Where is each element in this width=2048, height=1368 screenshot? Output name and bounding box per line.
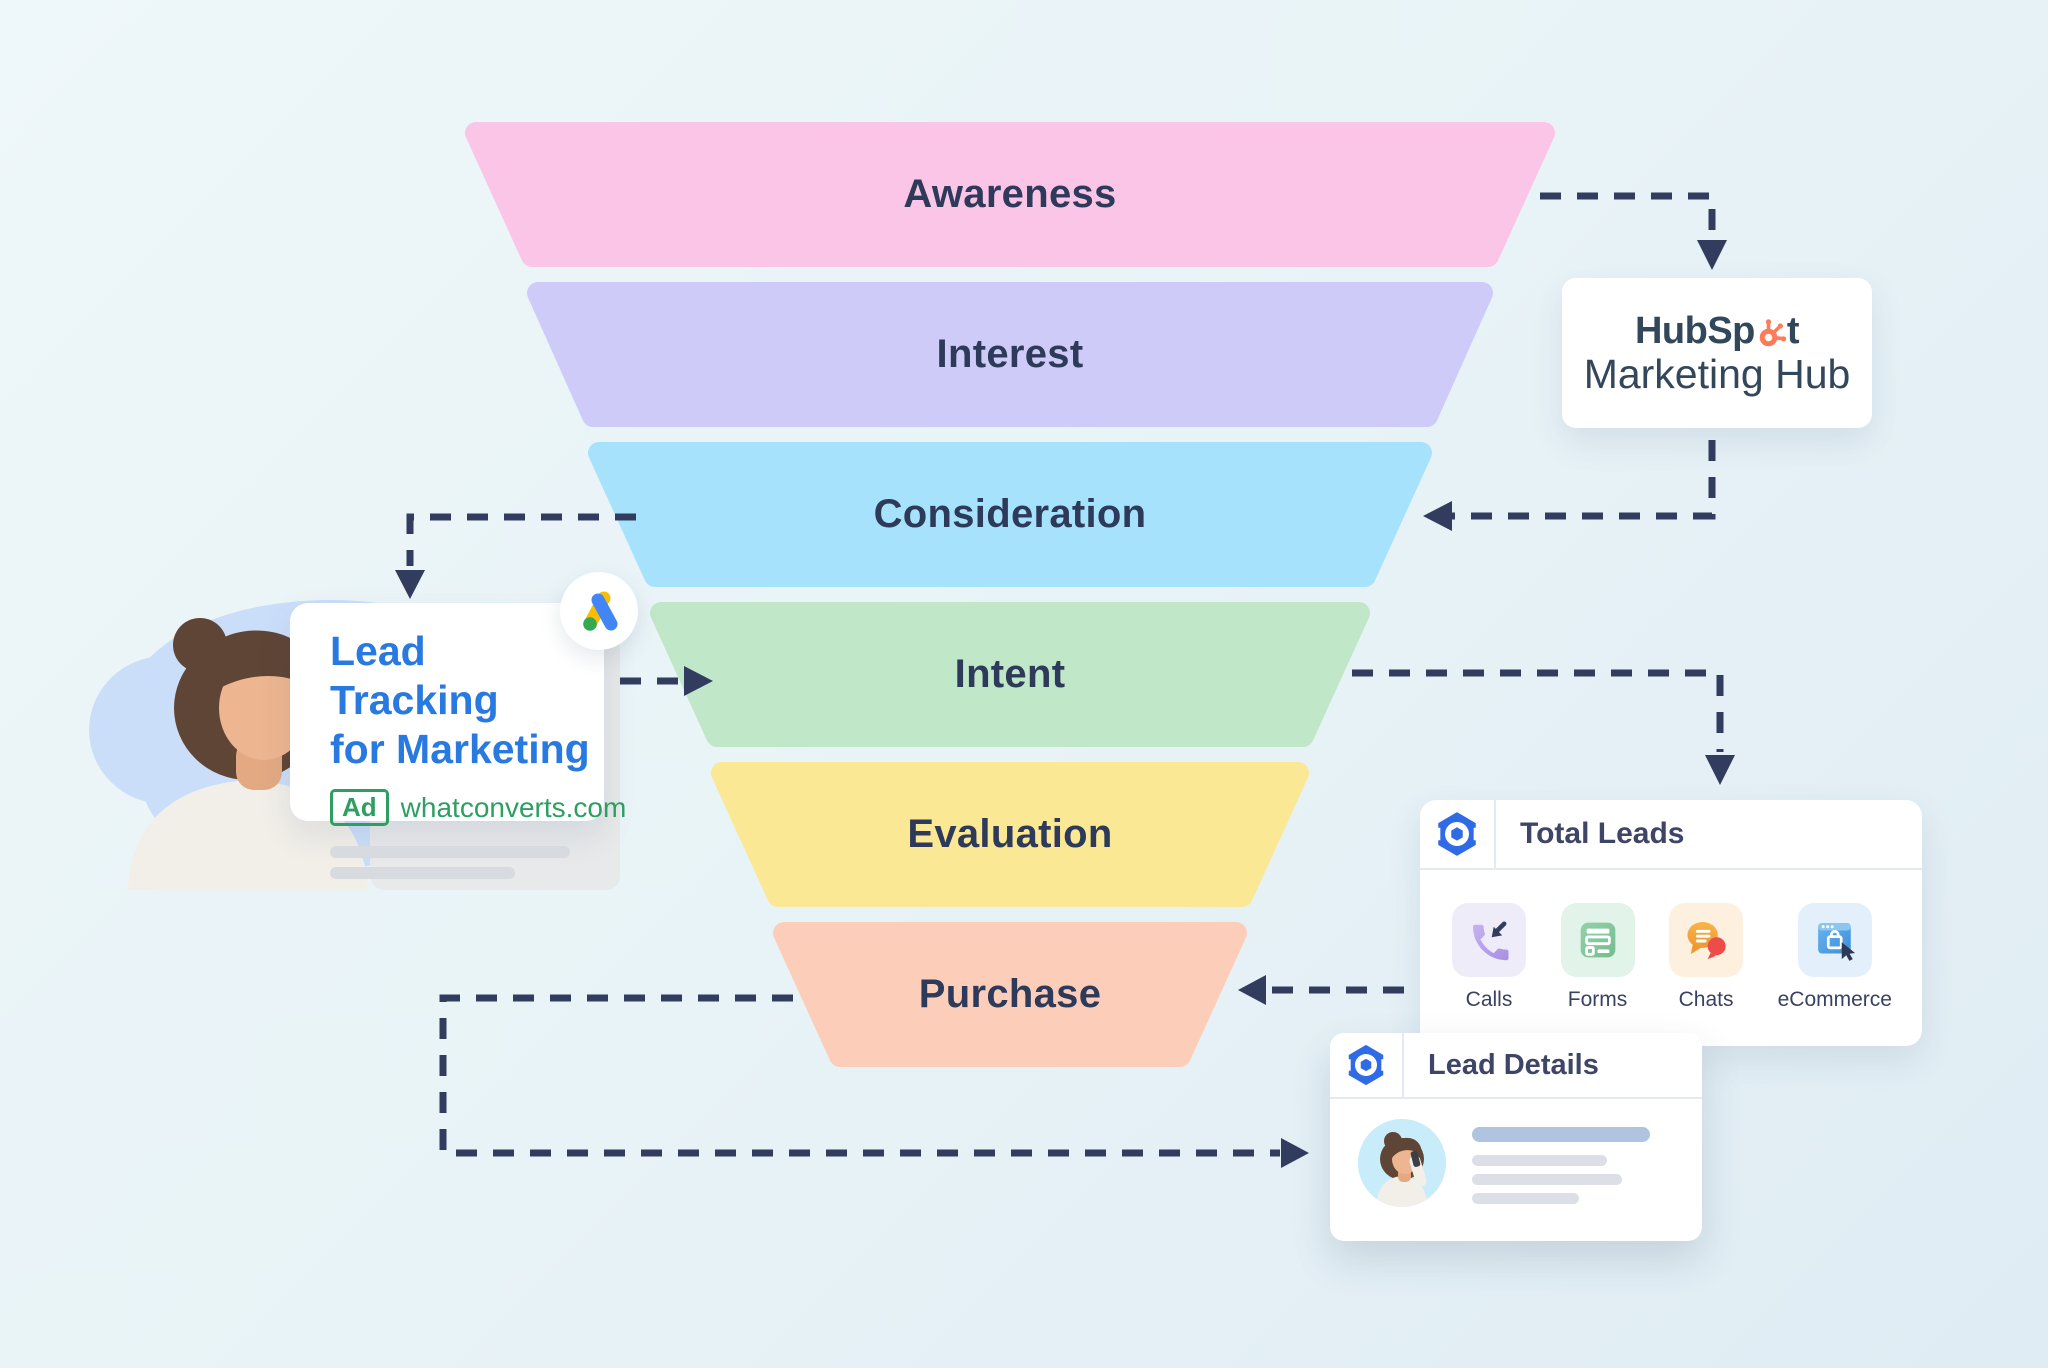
total-leads-card: Total Leads Calls xyxy=(1420,800,1922,1046)
whatconverts-logo xyxy=(1420,800,1496,868)
phone-call-icon xyxy=(1472,921,1509,961)
lead-details-card: Lead Details xyxy=(1330,1033,1702,1241)
funnel-label-intent: Intent xyxy=(954,652,1066,696)
lead-placeholder-lines xyxy=(1472,1119,1650,1207)
channel-ecommerce: eCommerce xyxy=(1778,903,1892,1012)
connector-awareness-to-hubspot xyxy=(1540,192,1716,238)
funnel-stage-interest xyxy=(527,282,1493,427)
hubspot-product-name: Marketing Hub xyxy=(1583,350,1851,397)
ad-placeholder-line xyxy=(330,846,570,859)
chats-label: Chats xyxy=(1678,988,1734,1011)
hubspot-brand-suffix: t xyxy=(1786,309,1800,352)
ad-badge: Ad xyxy=(330,788,389,827)
arrowhead-down-hubspot xyxy=(1697,240,1727,270)
funnel-label-awareness: Awareness xyxy=(903,172,1117,216)
connector-consideration-to-adcard xyxy=(406,513,636,566)
funnel-label-evaluation: Evaluation xyxy=(907,812,1113,856)
funnel-stage-awareness xyxy=(465,122,1555,267)
lead-avatar xyxy=(1358,1119,1446,1207)
arrowhead-left-purchase xyxy=(1238,975,1266,1005)
connector-intent-to-totalleads xyxy=(1352,669,1724,752)
calls-label: Calls xyxy=(1465,988,1513,1011)
arrowhead-down-totalleads xyxy=(1705,755,1735,785)
total-leads-title: Total Leads xyxy=(1520,817,1685,850)
funnel-stage-consideration xyxy=(588,442,1432,587)
arrowhead-right-leaddetails xyxy=(1281,1138,1309,1168)
channel-forms: Forms xyxy=(1560,903,1635,1012)
whatconverts-icon xyxy=(1343,1044,1389,1086)
forms-tile xyxy=(1560,903,1635,977)
funnel-label-interest: Interest xyxy=(936,332,1084,376)
lead-detail-placeholder xyxy=(1472,1193,1579,1204)
lead-avatar-photo xyxy=(1358,1119,1446,1207)
funnel xyxy=(465,122,1555,1067)
ad-url: whatconverts.com xyxy=(400,791,627,823)
arrowhead-left-consideration xyxy=(1423,501,1452,531)
arrowhead-down-adcard xyxy=(395,570,425,599)
calls-tile xyxy=(1452,903,1526,977)
funnel-stage-purchase xyxy=(773,922,1247,1067)
funnel-stage-intent xyxy=(650,602,1370,747)
connector-arrowheads xyxy=(395,240,1735,1168)
ad-title-line1: Lead Tracking xyxy=(330,628,499,724)
ad-title-line2: for Marketing xyxy=(330,726,590,773)
hubspot-marketing-hub-card: HubSp t Marketing Hub xyxy=(1562,278,1872,428)
ecommerce-browser-icon xyxy=(1817,923,1855,961)
chats-tile xyxy=(1669,903,1744,977)
chat-bubbles-icon xyxy=(1687,922,1726,960)
funnel-label-consideration: Consideration xyxy=(873,492,1147,536)
whatconverts-icon xyxy=(1432,812,1482,856)
lead-detail-placeholder xyxy=(1472,1174,1622,1185)
ecommerce-label: eCommerce xyxy=(1777,988,1892,1011)
funnel-stage-evaluation xyxy=(711,762,1309,907)
form-icon xyxy=(1580,922,1615,958)
funnel-label-purchase: Purchase xyxy=(918,972,1102,1016)
hubspot-brand-prefix: HubSp xyxy=(1634,309,1755,352)
google-ads-logo-badge xyxy=(560,572,638,650)
forms-label: Forms xyxy=(1567,988,1628,1011)
hubspot-sprocket-icon xyxy=(1759,318,1786,346)
arrowhead-right-intent xyxy=(684,666,713,696)
ecommerce-tile xyxy=(1797,903,1872,977)
connector-lines xyxy=(406,192,1724,1157)
hubspot-wordmark: HubSp t xyxy=(1634,309,1800,352)
lead-detail-placeholder xyxy=(1472,1155,1607,1166)
google-ad-card: Lead Tracking for Marketing Ad whatconve… xyxy=(290,603,626,880)
channel-chats: Chats xyxy=(1669,903,1744,1012)
channel-calls: Calls xyxy=(1452,903,1526,1012)
google-ads-icon xyxy=(583,591,618,631)
lead-name-placeholder xyxy=(1472,1127,1650,1142)
connector-purchase-to-leaddetails xyxy=(439,994,1280,1157)
lead-details-title: Lead Details xyxy=(1428,1048,1599,1081)
connector-hubspot-to-consideration xyxy=(1452,440,1716,520)
whatconverts-logo xyxy=(1330,1033,1404,1097)
ad-placeholder-line xyxy=(330,867,515,880)
